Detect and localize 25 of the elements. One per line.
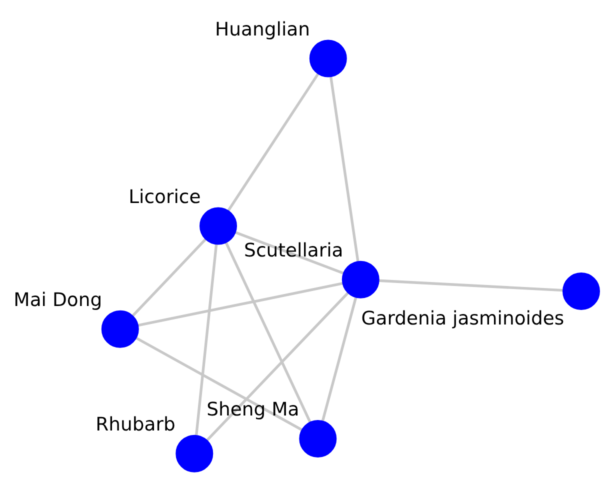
- node-circle: [299, 420, 337, 458]
- connector: [227, 72, 320, 211]
- connector: [234, 230, 344, 274]
- node-label: Mai Dong: [14, 289, 102, 310]
- node-label: Huanglian: [215, 18, 310, 40]
- node-circle: [101, 310, 139, 348]
- connector: [135, 336, 303, 431]
- node-circle: [342, 260, 380, 298]
- connector: [224, 242, 312, 422]
- connector: [330, 76, 360, 262]
- node-label: Scutellaria: [244, 240, 344, 261]
- connector: [206, 291, 350, 441]
- node-label: Sheng Ma: [206, 399, 300, 420]
- connector: [132, 238, 207, 316]
- connector: [194, 244, 218, 435]
- node-circle: [176, 434, 214, 472]
- node-circle: [309, 39, 347, 77]
- connector: [138, 282, 343, 326]
- node-label: Licorice: [128, 186, 201, 208]
- connector: [321, 296, 358, 421]
- node-circle: [562, 272, 600, 310]
- node-circle: [200, 206, 237, 244]
- node-label: Gardenia jasminoides: [361, 308, 564, 329]
- node-label: Rhubarb: [96, 414, 176, 435]
- connector: [378, 278, 563, 292]
